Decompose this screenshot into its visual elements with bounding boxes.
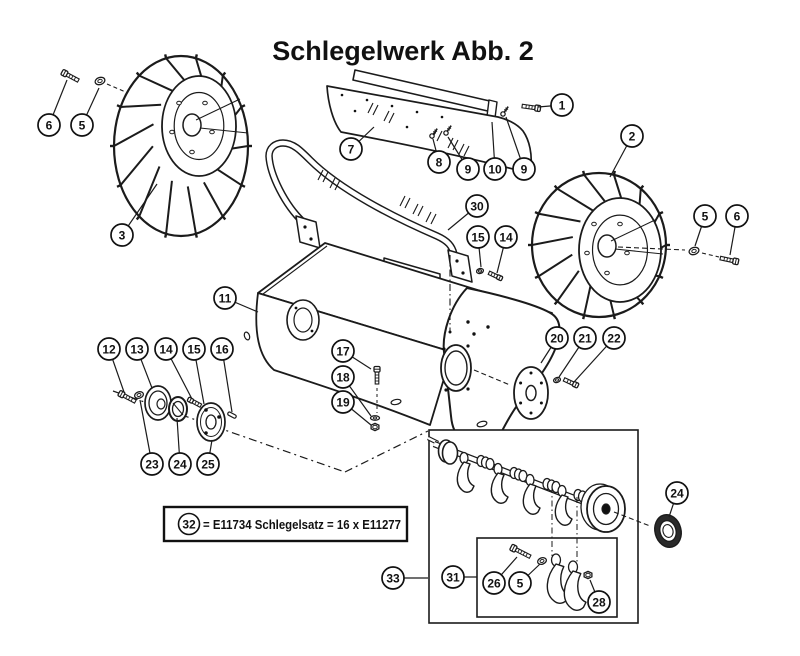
svg-text:9: 9 xyxy=(465,162,472,176)
svg-text:7: 7 xyxy=(348,142,355,156)
svg-text:9: 9 xyxy=(521,162,528,176)
svg-text:8: 8 xyxy=(436,155,443,169)
svg-text:23: 23 xyxy=(145,457,159,471)
callout-15: 15 xyxy=(182,337,206,405)
callout-13: 13 xyxy=(125,337,153,389)
callout-23: 23 xyxy=(139,399,164,476)
svg-text:19: 19 xyxy=(336,395,350,409)
callout-22: 22 xyxy=(573,326,626,383)
svg-text:5: 5 xyxy=(517,576,524,590)
svg-text:3: 3 xyxy=(119,228,126,242)
svg-text:30: 30 xyxy=(470,199,484,213)
callout-30: 30 xyxy=(447,194,489,231)
svg-text:21: 21 xyxy=(578,331,592,345)
pulley-group xyxy=(112,385,429,473)
callout-12: 12 xyxy=(97,337,125,393)
callout-11: 11 xyxy=(213,286,259,313)
callout-10: 10 xyxy=(483,121,507,181)
callout-6: 6 xyxy=(37,79,68,137)
svg-text:22: 22 xyxy=(607,331,621,345)
svg-text:24: 24 xyxy=(670,486,684,500)
svg-text:5: 5 xyxy=(79,118,86,132)
svg-text:28: 28 xyxy=(592,595,606,609)
callout-21: 21 xyxy=(558,326,597,378)
left-wheel xyxy=(110,54,252,238)
svg-text:18: 18 xyxy=(336,370,350,384)
svg-text:5: 5 xyxy=(702,209,709,223)
callout-31: 31 xyxy=(441,565,477,589)
callout-14: 14 xyxy=(154,337,193,400)
callout-7: 7 xyxy=(339,126,375,161)
scraper-blade xyxy=(326,69,542,172)
callout-9: 9 xyxy=(447,136,480,181)
flange-disc xyxy=(513,366,580,420)
svg-text:1: 1 xyxy=(559,98,566,112)
callout-15: 15 xyxy=(466,225,490,268)
svg-text:25: 25 xyxy=(201,457,215,471)
callout-24: 24 xyxy=(168,417,192,476)
svg-text:6: 6 xyxy=(46,118,53,132)
handlebar xyxy=(265,139,504,283)
diagram-artwork xyxy=(60,54,740,624)
callout-17: 17 xyxy=(331,339,372,370)
svg-text:11: 11 xyxy=(219,291,232,305)
rotor-assembly xyxy=(426,435,682,612)
callout-2: 2 xyxy=(609,124,644,178)
svg-text:6: 6 xyxy=(734,209,741,223)
callout-24: 24 xyxy=(665,481,689,518)
svg-text:26: 26 xyxy=(487,576,501,590)
housing xyxy=(243,242,561,453)
note-text: = E11734 Schlegelsatz = 16 x E11277 xyxy=(203,517,401,532)
callout-5: 5 xyxy=(693,204,717,247)
callout-6: 6 xyxy=(725,204,749,256)
svg-text:12: 12 xyxy=(102,342,116,356)
callout-8: 8 xyxy=(427,138,451,174)
callout-28: 28 xyxy=(587,579,611,614)
svg-text:31: 31 xyxy=(446,570,460,584)
svg-text:14: 14 xyxy=(159,342,173,356)
callout-19: 19 xyxy=(331,390,372,426)
svg-text:24: 24 xyxy=(173,457,187,471)
callout-5: 5 xyxy=(508,563,541,595)
callout-33: 33 xyxy=(381,566,428,590)
callout-18: 18 xyxy=(331,365,372,417)
note-box: 32 = E11734 Schlegelsatz = 16 x E11277 xyxy=(162,505,409,543)
axle-hardware xyxy=(60,69,740,266)
svg-text:15: 15 xyxy=(471,230,485,244)
svg-text:16: 16 xyxy=(215,342,229,356)
note-ref-number: 32 xyxy=(182,517,196,531)
callout-25: 25 xyxy=(196,439,220,476)
right-wheel xyxy=(528,170,670,320)
svg-text:17: 17 xyxy=(336,344,350,358)
svg-text:13: 13 xyxy=(130,342,144,356)
svg-text:2: 2 xyxy=(629,129,636,143)
svg-text:33: 33 xyxy=(386,571,400,585)
callout-3: 3 xyxy=(110,183,158,247)
callout-9: 9 xyxy=(505,116,536,181)
svg-text:20: 20 xyxy=(550,331,564,345)
callout-14: 14 xyxy=(494,225,518,274)
callout-1: 1 xyxy=(537,93,574,117)
svg-text:14: 14 xyxy=(499,230,513,244)
svg-text:15: 15 xyxy=(187,342,201,356)
callout-5: 5 xyxy=(70,87,100,137)
callout-20: 20 xyxy=(540,326,569,364)
figure-title: Schlegelwerk Abb. 2 xyxy=(272,36,534,66)
svg-text:10: 10 xyxy=(488,162,502,176)
callout-16: 16 xyxy=(210,337,234,413)
callout-26: 26 xyxy=(482,556,518,595)
